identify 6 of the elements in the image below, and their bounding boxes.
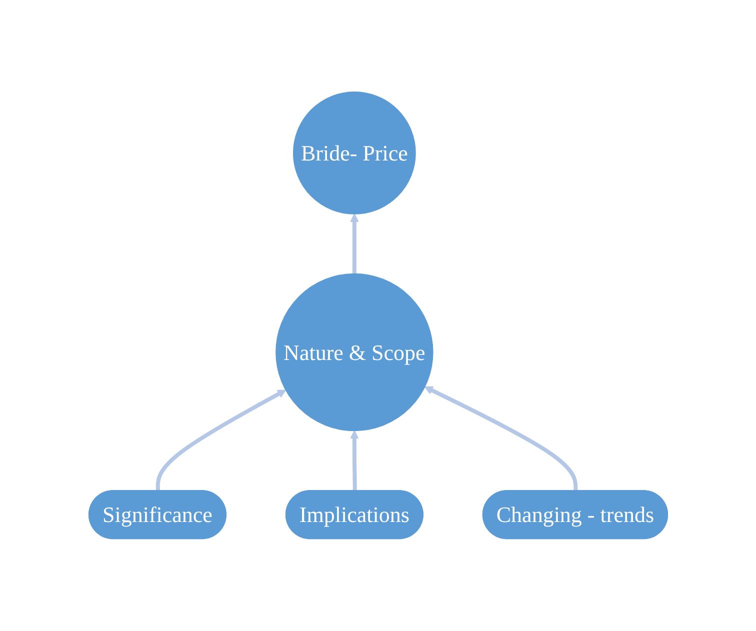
arrow [156,390,286,492]
node-circle: Bride- Price [292,92,416,215]
node-circle: Nature & Scope [275,274,434,432]
arrow [350,430,359,492]
arrow [424,386,578,492]
arrow [350,214,359,274]
